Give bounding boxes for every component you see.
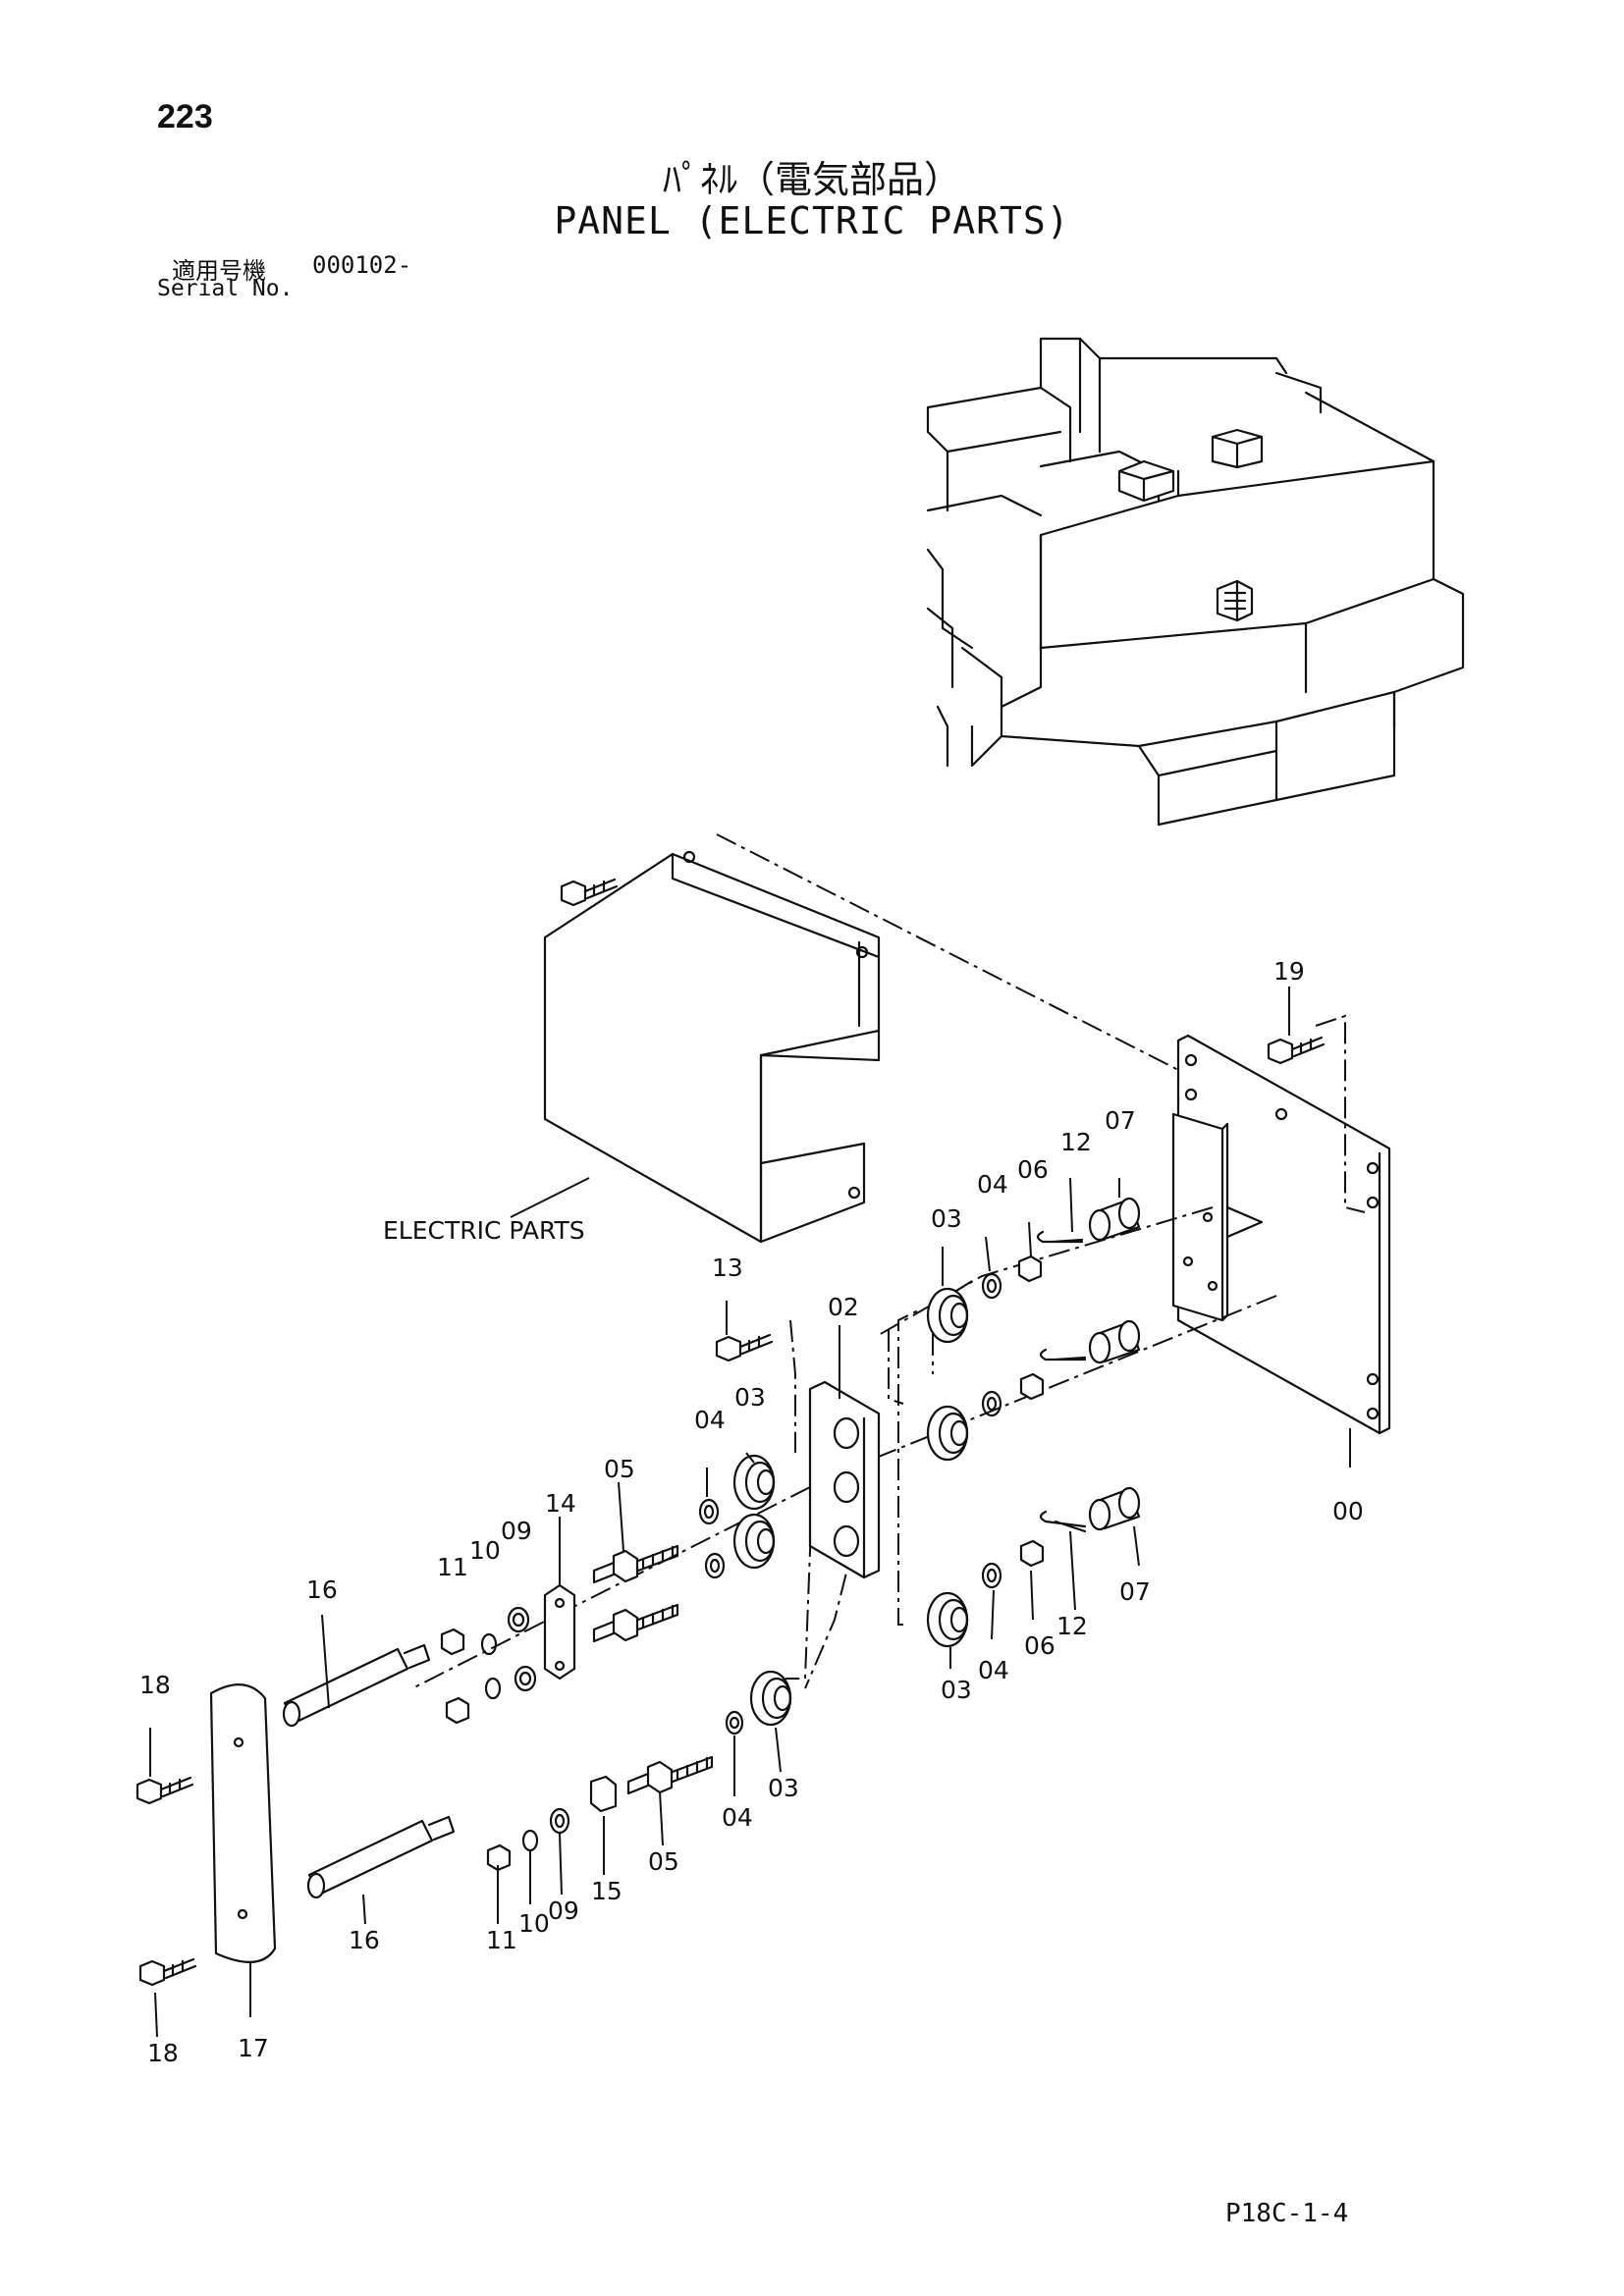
callout-10: 10 xyxy=(469,1536,501,1565)
callout-04: 04 xyxy=(722,1803,753,1832)
callout-06: 06 xyxy=(1024,1631,1056,1660)
grommets xyxy=(732,1287,969,1727)
page-title-japanese: ﾊﾟﾈﾙ（電気部品） xyxy=(662,158,961,201)
callout-11: 11 xyxy=(486,1926,517,1954)
callout-09: 09 xyxy=(501,1517,532,1545)
callout-05: 05 xyxy=(604,1455,635,1483)
washers xyxy=(480,1272,1002,1852)
callout-10: 10 xyxy=(518,1909,550,1938)
callout-09: 09 xyxy=(548,1896,579,1925)
link-plates xyxy=(543,1583,618,1813)
callout-00: 00 xyxy=(1332,1497,1364,1525)
callout-07: 07 xyxy=(1105,1106,1136,1135)
callout-11: 11 xyxy=(437,1553,468,1581)
bolts xyxy=(135,878,1326,1987)
callout-02: 02 xyxy=(828,1293,859,1321)
standoffs xyxy=(282,1643,456,1899)
callout-leaders xyxy=(149,987,1290,2038)
callout-13: 13 xyxy=(712,1254,743,1282)
serial-number-value: 000102- xyxy=(312,251,412,279)
collars xyxy=(1088,1197,1141,1531)
serial-label: Serial No. xyxy=(157,276,294,301)
page-number: 223 xyxy=(157,98,213,135)
electric-parts-label: ELECTRIC PARTS xyxy=(383,1216,585,1245)
machine-overview-illustration xyxy=(926,337,1465,827)
callout-15: 15 xyxy=(591,1877,623,1905)
callout-12: 12 xyxy=(1056,1612,1088,1640)
mounting-plate xyxy=(1171,1034,1391,1468)
terminal-bracket xyxy=(808,1380,881,1579)
cotter-pins xyxy=(1036,1230,1087,1533)
callout-05: 05 xyxy=(648,1847,679,1876)
drawing-reference-code: P18C-1-4 xyxy=(1225,2199,1349,2228)
callout-17: 17 xyxy=(238,2034,269,2062)
cover-plate xyxy=(209,1683,277,2017)
callout-16: 16 xyxy=(349,1926,380,1954)
callout-18: 18 xyxy=(147,2039,179,2067)
serial-label-japanese: 適用号機 xyxy=(172,257,266,285)
callout-03: 03 xyxy=(768,1774,799,1802)
callout-19: 19 xyxy=(1273,957,1305,986)
electric-parts-cover xyxy=(510,850,881,1244)
callout-06: 06 xyxy=(1017,1155,1049,1184)
callout-18: 18 xyxy=(139,1671,171,1699)
callout-03: 03 xyxy=(931,1204,962,1233)
callout-03: 03 xyxy=(734,1383,766,1412)
callout-07: 07 xyxy=(1119,1577,1151,1606)
callout-16: 16 xyxy=(306,1575,338,1604)
callout-03: 03 xyxy=(941,1676,972,1704)
callout-12: 12 xyxy=(1060,1128,1092,1156)
callout-04: 04 xyxy=(977,1170,1008,1199)
callout-14: 14 xyxy=(545,1489,576,1518)
nuts xyxy=(440,1255,1045,1872)
page-title: PANEL (ELECTRIC PARTS) xyxy=(554,199,1070,242)
terminal-studs xyxy=(592,1544,714,1795)
callout-04: 04 xyxy=(694,1406,726,1434)
callout-04: 04 xyxy=(978,1656,1009,1684)
